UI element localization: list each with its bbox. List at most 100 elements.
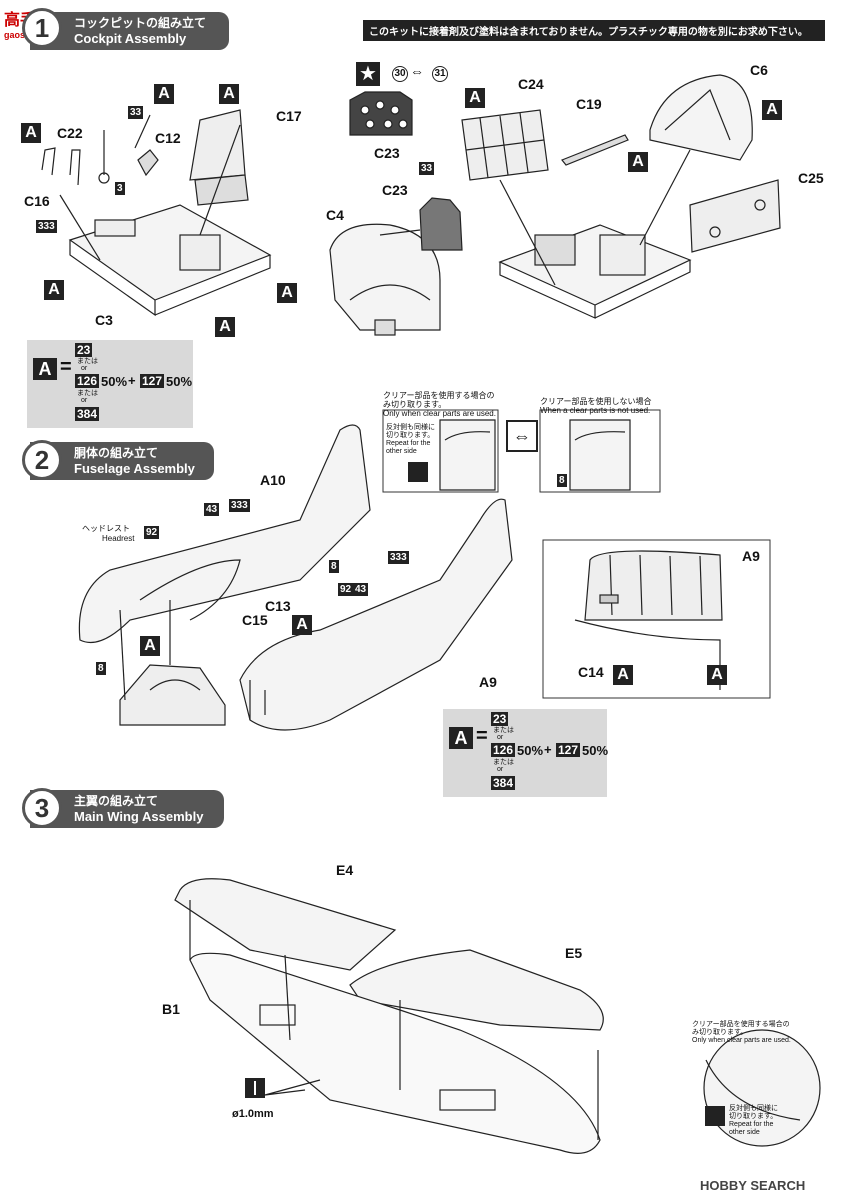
repeat-jp-2: 切り取ります。 xyxy=(386,432,435,439)
paint-333-a: 333 xyxy=(229,499,250,512)
paint-8-a: 8 xyxy=(329,560,339,573)
step-2-title-en: Fuselage Assembly xyxy=(74,461,195,476)
formula2-a: A xyxy=(449,727,473,749)
clear-used-jp-1: クリアー部品を使用する場合の xyxy=(383,391,495,400)
step-1-number: 1 xyxy=(22,8,62,48)
wing-clear-used-en: Only when clear parts are used. xyxy=(692,1037,791,1044)
paint-a-box-8: A xyxy=(628,152,648,172)
formula2-126: 126 xyxy=(491,743,516,757)
paint-3: 3 xyxy=(115,182,125,195)
paint-333-b: 333 xyxy=(388,551,409,564)
repeat-en-1: Repeat for the xyxy=(386,440,431,447)
drill-size: ø1.0mm xyxy=(232,1108,274,1120)
formula-a: A xyxy=(33,358,57,380)
formula2-384: 384 xyxy=(491,776,516,790)
formula-126: 126 xyxy=(75,374,100,388)
formula-or-jp-2: または xyxy=(77,390,98,397)
step-3-number: 3 xyxy=(22,788,62,828)
label-c15: C15 xyxy=(242,612,268,628)
paint-a-box-7: A xyxy=(465,88,485,108)
wing-clear-used-jp-1: クリアー部品を使用する場合の xyxy=(692,1021,790,1028)
headrest-en: Headrest xyxy=(102,534,135,543)
paint-a-box-3: A xyxy=(21,123,41,143)
label-c3: C3 xyxy=(95,312,113,328)
step-1-title-jp: コックピットの組み立て xyxy=(74,16,207,30)
paint-92-b: 92 xyxy=(338,583,354,596)
label-c17: C17 xyxy=(276,108,302,124)
paint-33-b: 33 xyxy=(419,162,435,175)
label-c23-back: C23 xyxy=(382,182,408,198)
paint-a-box-12: A xyxy=(613,665,633,685)
formula2-or-en-2: or xyxy=(497,766,504,773)
label-c24: C24 xyxy=(518,76,544,92)
formula2-plus: + xyxy=(544,742,552,757)
paint-a-box-10: A xyxy=(292,615,312,635)
paint-8-c: 8 xyxy=(557,474,567,487)
formula2-or-jp-1: または xyxy=(493,727,514,734)
clear-notused-jp: クリアー部品を使用しない場合 xyxy=(540,397,652,406)
decal-31: 31 xyxy=(432,66,448,82)
paint-formula-panel-1: A = 23 または or 126 50% + 127 50% または or 3… xyxy=(27,340,193,428)
step-1-title-en: Cockpit Assembly xyxy=(74,31,187,46)
formula2-or-en-1: or xyxy=(497,734,504,741)
label-c14: C14 xyxy=(578,664,604,680)
repeat-en-2: other side xyxy=(386,448,417,455)
label-c25: C25 xyxy=(798,170,824,186)
step-2-number: 2 xyxy=(22,440,62,480)
paint-92-a: 92 xyxy=(144,526,160,539)
cut-icon-2 xyxy=(705,1106,725,1126)
paint-a-box-2: A xyxy=(219,84,239,104)
label-c13: C13 xyxy=(265,598,291,614)
paint-a-box-4: A xyxy=(44,280,64,300)
formula-eq: = xyxy=(60,356,72,378)
wing-repeat-en-2: other side xyxy=(729,1129,760,1136)
formula2-127: 127 xyxy=(556,743,581,757)
step-3-title-en: Main Wing Assembly xyxy=(74,809,204,824)
formula-pct-1: 50% xyxy=(101,374,128,389)
label-c22: C22 xyxy=(57,125,83,141)
step-3-title-jp: 主翼の組み立て xyxy=(74,794,159,808)
formula-23: 23 xyxy=(75,343,93,357)
paint-a-box-6: A xyxy=(215,317,235,337)
formula-pct-2: 50% xyxy=(166,374,193,389)
clear-used-jp-2: み切り取ります。 xyxy=(383,400,447,409)
formula-or-en-2: or xyxy=(81,397,88,404)
label-b1: B1 xyxy=(162,1001,180,1017)
cut-icon xyxy=(408,462,428,482)
headrest-jp: ヘッドレスト xyxy=(82,524,130,533)
label-c16: C16 xyxy=(24,193,50,209)
paint-a-box-1: A xyxy=(154,84,174,104)
wing-repeat-jp-1: 反対側も同様に xyxy=(729,1105,778,1112)
formula2-or-jp-2: または xyxy=(493,759,514,766)
hobby-search-logo: HOBBY SEARCH xyxy=(700,1178,806,1193)
formula-127: 127 xyxy=(140,374,165,388)
star-icon: ★ xyxy=(356,62,380,86)
formula2-pct-1: 50% xyxy=(517,743,544,758)
paint-43-b: 43 xyxy=(353,583,369,596)
decal-30: 30 xyxy=(392,66,408,82)
label-c12: C12 xyxy=(155,130,181,146)
paint-a-box-5: A xyxy=(277,283,297,303)
label-e4: E4 xyxy=(336,862,354,878)
paint-a-box-13: A xyxy=(707,665,727,685)
wing-clear-used-jp-2: み切り取ります。 xyxy=(692,1029,748,1036)
adhesive-paint-note: このキットに接着剤及び塗料は含まれておりません。プラスチック専用の物を別にお求め… xyxy=(363,20,825,41)
wing-repeat-jp-2: 切り取ります。 xyxy=(729,1113,778,1120)
paint-a-box-11: A xyxy=(140,636,160,656)
label-c4: C4 xyxy=(326,207,344,223)
step-2-title-jp: 胴体の組み立て xyxy=(74,446,159,460)
formula-or-en-1: or xyxy=(81,365,88,372)
paint-33-a: 33 xyxy=(128,106,144,119)
formula2-pct-2: 50% xyxy=(582,743,609,758)
label-a10: A10 xyxy=(260,472,286,488)
label-e5: E5 xyxy=(565,945,583,961)
repeat-jp-1: 反対側も同様に xyxy=(386,424,435,431)
paint-a-box-9: A xyxy=(762,100,782,120)
label-c19: C19 xyxy=(576,96,602,112)
formula-plus: + xyxy=(128,373,136,388)
label-c23-panel: C23 xyxy=(374,145,400,161)
paint-43-a: 43 xyxy=(204,503,220,516)
clear-notused-en: When a clear parts is not used. xyxy=(540,406,651,415)
formula-or-jp-1: または xyxy=(77,358,98,365)
